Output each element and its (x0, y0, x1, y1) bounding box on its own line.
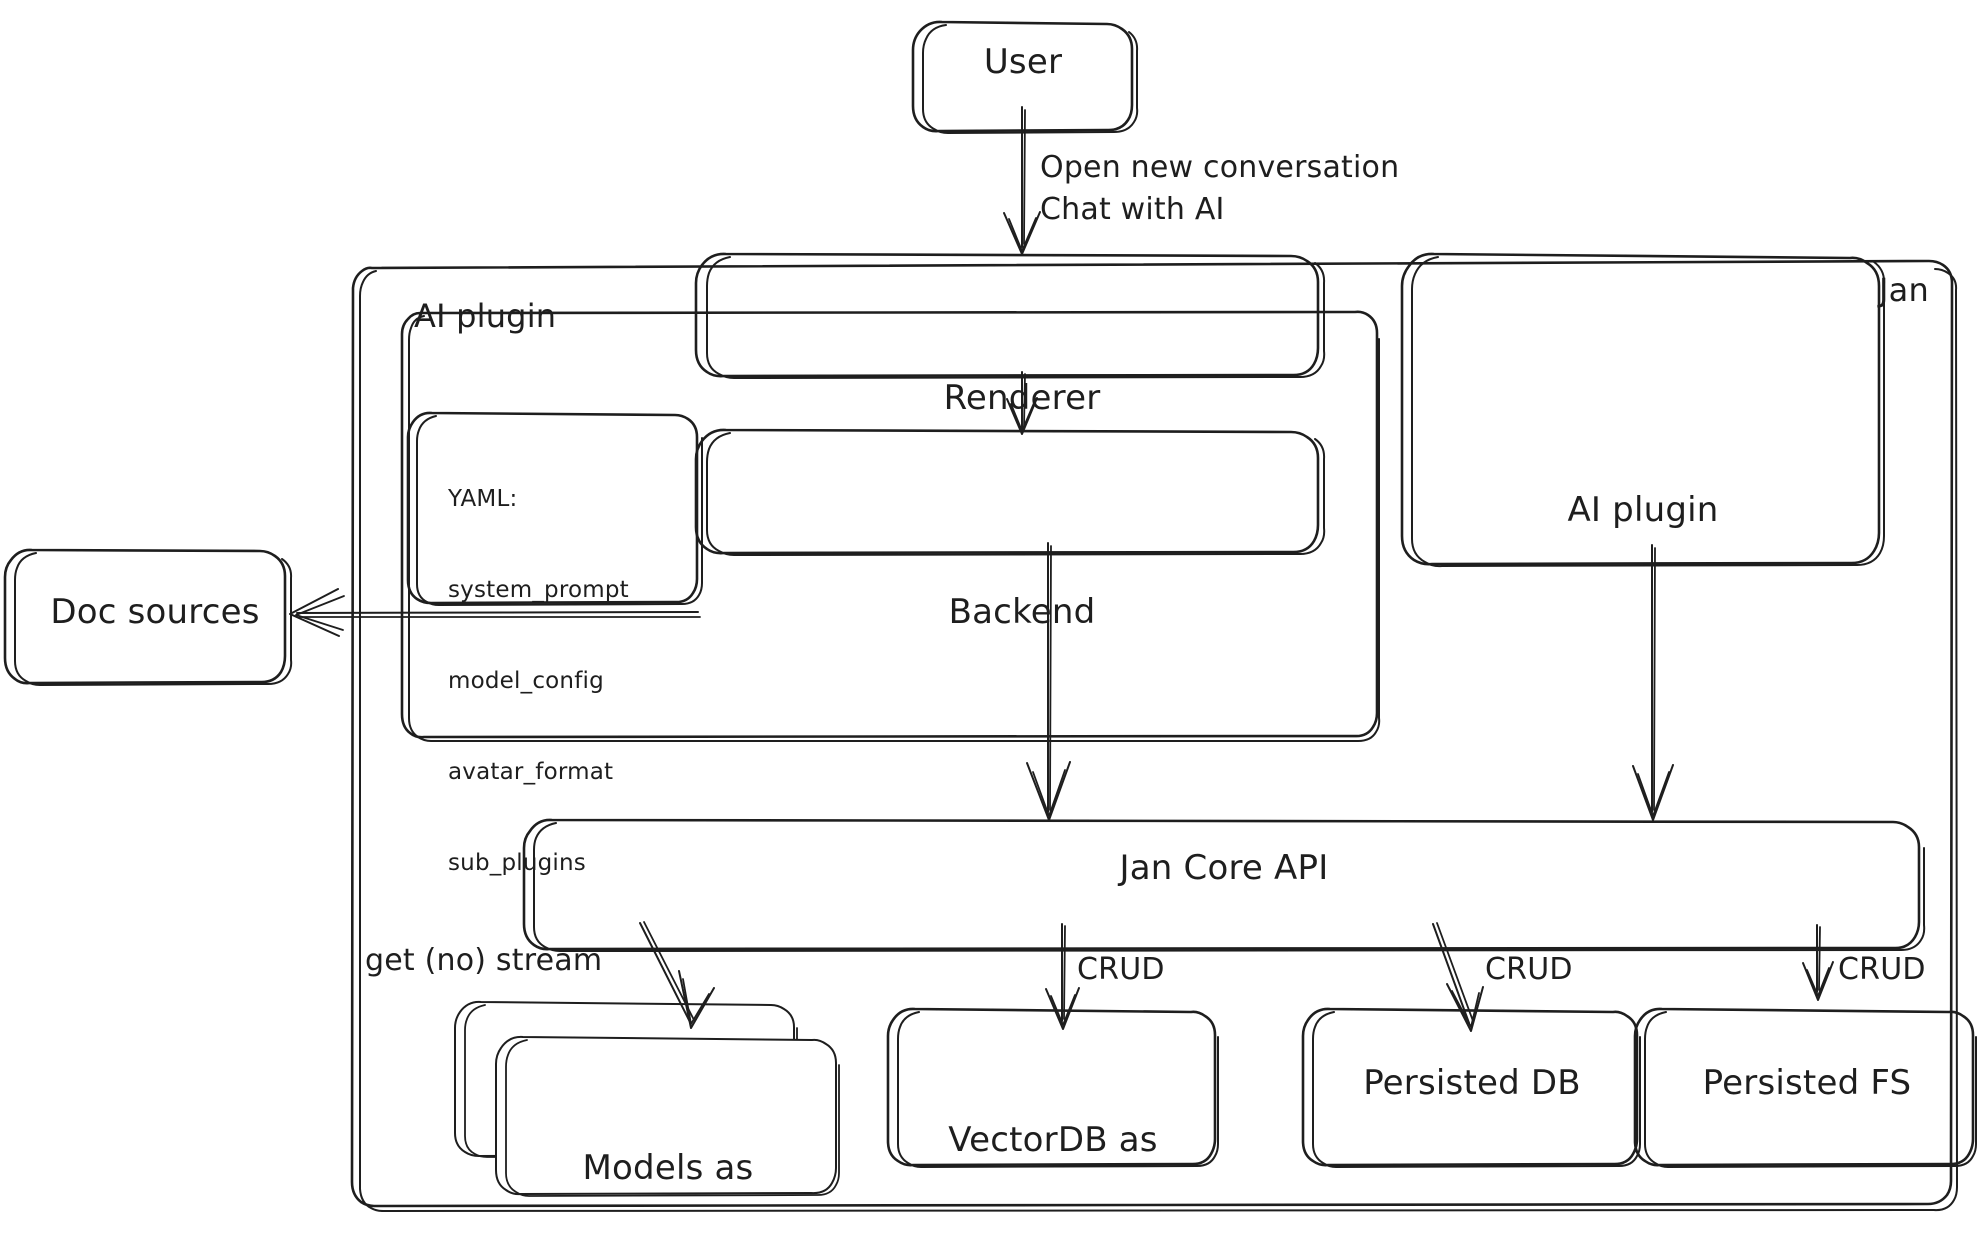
node-persisted-fs (1633, 1007, 1977, 1168)
node-backend (694, 428, 1326, 556)
yaml-note-key-system-prompt: system_prompt (448, 576, 629, 603)
yaml-note-content: YAML: system_prompt model_config avatar_… (448, 423, 629, 939)
edge-core-to-models (639, 921, 715, 1029)
node-label-backend: Backend (948, 592, 1096, 632)
node-yaml-note (406, 411, 703, 606)
edge-core-to-persisted-fs (1802, 924, 1834, 1001)
node-persisted-db (1301, 1007, 1641, 1168)
edge-backend-to-core (1026, 542, 1071, 821)
node-label-jan-core-api: Jan Core API (1119, 848, 1329, 888)
container-label-jan: Jan (1879, 271, 1929, 309)
node-label-renderer: Renderer (943, 378, 1101, 418)
node-renderer (694, 252, 1326, 379)
node-label-persisted-fs: Persisted FS (1702, 1063, 1912, 1103)
yaml-note-key-avatar-format: avatar_format (448, 758, 614, 785)
node-models-plugin (495, 1035, 840, 1197)
container-ai-plugin-group (400, 310, 1381, 742)
node-user (911, 20, 1139, 134)
edge-label-get-no-stream: get (no) stream (365, 943, 603, 978)
node-label-vectordb-plugin: VectorDB as plugin (948, 1037, 1157, 1246)
yaml-note-header: YAML: (448, 485, 518, 512)
node-label-models-plugin: Models as plugin (583, 1065, 754, 1246)
edge-core-to-persisted-db (1432, 922, 1484, 1032)
node-label-vectordb-plugin-line2: plugin (948, 1244, 1157, 1246)
container-label-ai-plugin-group: AI plugin (414, 297, 557, 335)
edge-label-crud-vectordb: CRUD (1077, 952, 1165, 987)
node-label-models-plugin-line1: Models as (582, 1147, 754, 1188)
container-jan (350, 259, 1958, 1212)
node-ai-plugin-box (1400, 252, 1886, 568)
edge-label-crud-persisted-db: CRUD (1485, 952, 1573, 987)
yaml-note-key-sub-plugins: sub_plugins (448, 850, 586, 877)
yaml-note-key-model-config: model_config (448, 667, 604, 694)
edge-label-user-to-renderer-line1: Open new conversation (1040, 150, 1400, 185)
edge-user-to-renderer (1003, 106, 1041, 255)
node-doc-sources (3, 548, 293, 686)
edge-backend-to-doc-sources (289, 588, 701, 637)
node-vectordb-plugin (886, 1007, 1219, 1168)
node-label-user: User (983, 42, 1063, 82)
edge-core-to-vectordb (1045, 923, 1080, 1030)
edge-label-user-to-renderer-line2: Chat with AI (1040, 192, 1225, 227)
node-jan-core-api (522, 818, 1926, 952)
node-label-persisted-db: Persisted DB (1363, 1063, 1581, 1103)
node-label-ai-plugin-box: AI plugin (1567, 490, 1719, 530)
node-label-doc-sources: Doc sources (50, 592, 260, 632)
edge-aiplugin-to-core (1632, 544, 1674, 821)
node-label-vectordb-plugin-line1: VectorDB as (948, 1119, 1158, 1160)
edge-label-crud-persisted-fs: CRUD (1838, 952, 1926, 987)
